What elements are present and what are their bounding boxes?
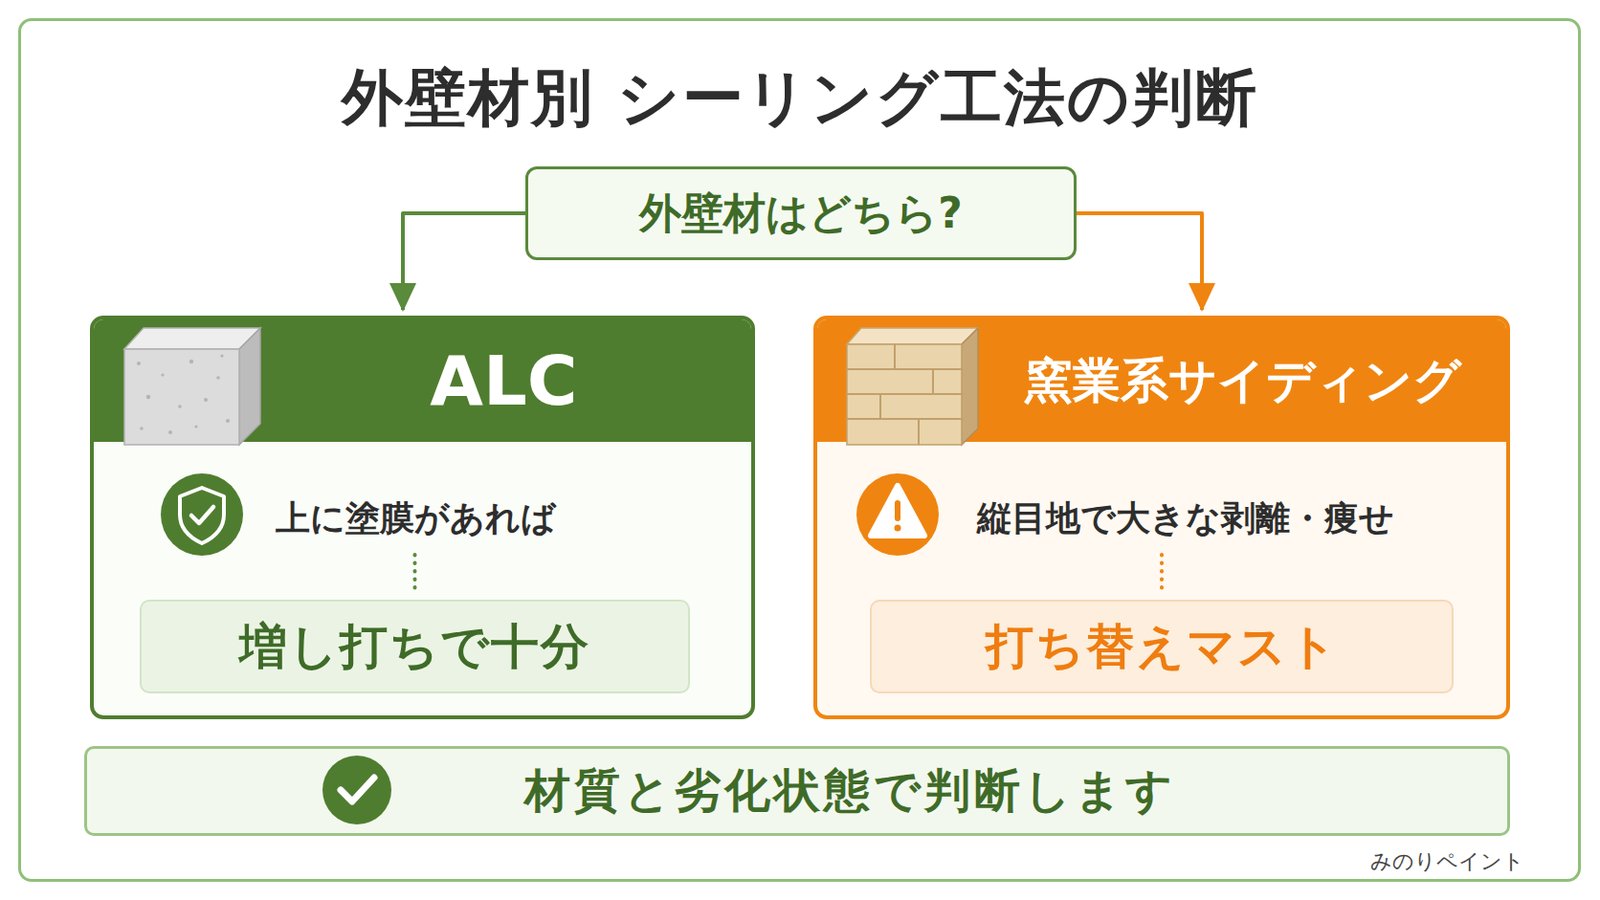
result-box: 増し打ちで十分 — [139, 600, 690, 694]
board-front — [846, 344, 962, 445]
block-top — [124, 328, 261, 350]
connector — [402, 213, 526, 311]
result-text: 打ち替えマスト — [985, 615, 1339, 680]
question-box: 外壁材はどちら? — [525, 166, 1077, 261]
panel-heading: 窯業系サイディング — [1024, 349, 1462, 414]
conclusion-text: 材質と劣化状態で判断します — [524, 760, 1177, 823]
result-text: 増し打ちで十分 — [239, 615, 591, 680]
connector — [1159, 555, 1164, 593]
material-panel: ALC 上に塗膜があれば増し打ちで十分 — [89, 315, 756, 720]
result-box: 打ち替えマスト — [869, 600, 1454, 694]
block-side — [239, 328, 261, 445]
board-top — [846, 328, 978, 345]
warning-icon — [856, 473, 939, 556]
panel-condition: 縦目地で大きな剥離・痩せ — [977, 489, 1395, 548]
block-front — [124, 349, 240, 445]
material-panel: 窯業系サイディング縦目地で大きな剥離・痩せ打ち替えマスト — [813, 315, 1511, 720]
watermark: みのりペイント — [1370, 847, 1525, 877]
board-side — [961, 328, 978, 445]
diagram-title: 外壁材別 シーリング工法の判断 — [0, 49, 1600, 146]
question-text: 外壁材はどちら? — [639, 185, 963, 243]
panel-header: ALC — [93, 319, 752, 443]
siding-board-illustration — [846, 328, 978, 445]
connector — [413, 555, 418, 593]
alc-block-illustration — [124, 328, 261, 445]
conclusion-band: 材質と劣化状態で判断します — [84, 746, 1511, 837]
panel-heading: ALC — [429, 340, 578, 422]
block-pores — [136, 354, 230, 435]
check-circle-icon — [322, 755, 392, 825]
panel-condition: 上に塗膜があれば — [275, 489, 556, 548]
shield-check-icon — [160, 473, 244, 556]
panel-header: 窯業系サイディング — [817, 319, 1507, 443]
connector — [1076, 213, 1202, 311]
board-joints — [846, 344, 962, 445]
